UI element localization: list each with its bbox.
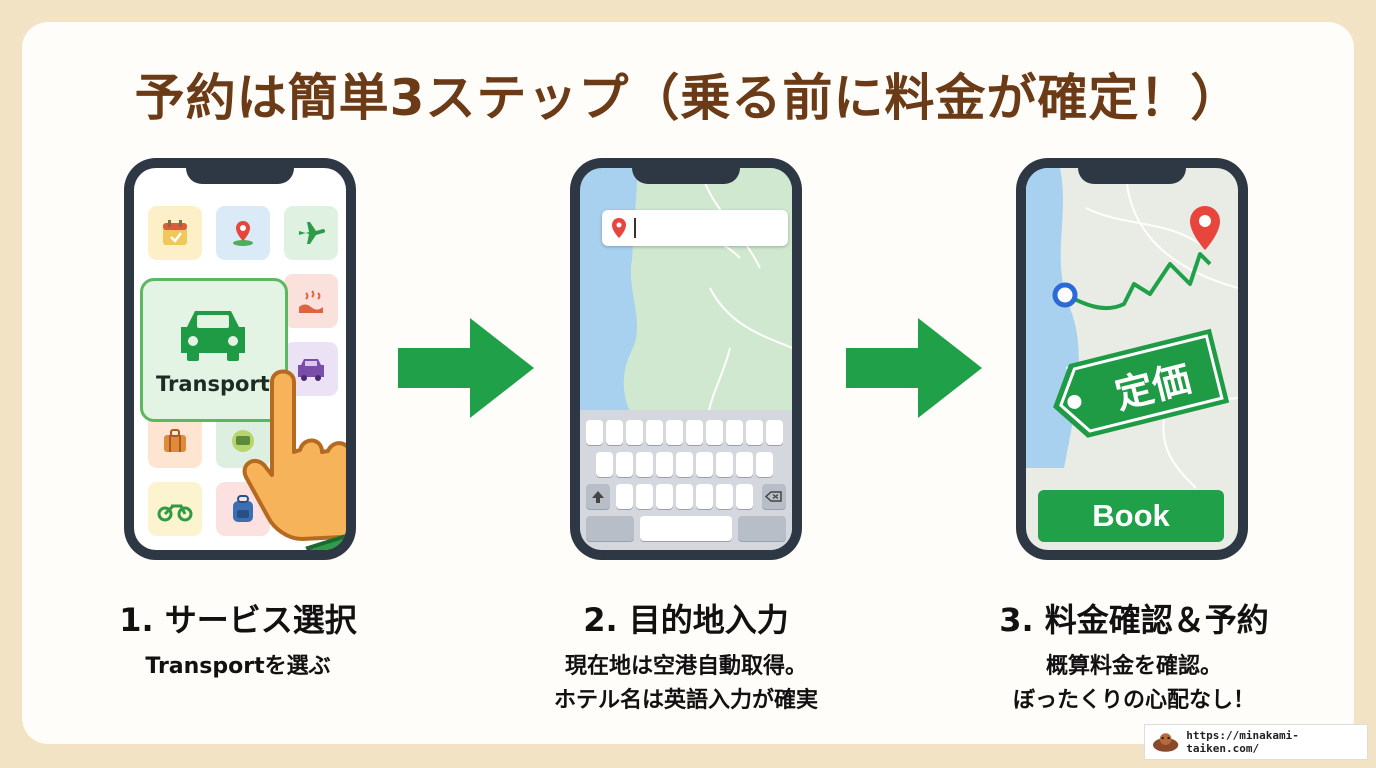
keyboard-key[interactable] <box>736 484 753 509</box>
map-pin-icon <box>216 206 270 260</box>
keyboard-key[interactable] <box>686 420 703 445</box>
transport-tile[interactable] <box>140 278 288 422</box>
return-key[interactable] <box>738 516 786 541</box>
step-1-title: 1. サービス選択 <box>119 601 357 639</box>
arrow-right-icon <box>398 318 534 418</box>
destination-search-input[interactable] <box>602 210 788 246</box>
keyboard-mode-key[interactable] <box>586 516 634 541</box>
step-3-line-2: ぼったくりの心配なし！ <box>1012 688 1255 713</box>
keyboard-key[interactable] <box>696 484 713 509</box>
keyboard-key[interactable] <box>656 452 673 477</box>
keyboard-key[interactable] <box>766 420 783 445</box>
keyboard-key[interactable] <box>756 452 773 477</box>
shift-icon <box>592 491 604 503</box>
keyboard-key[interactable] <box>716 452 733 477</box>
site-url[interactable]: https://minakami-taiken.com/ <box>1186 729 1299 755</box>
step-3-line-1: 概算料金を確認。 <box>1045 654 1222 679</box>
keyboard-key[interactable] <box>586 420 603 445</box>
keyboard-key[interactable] <box>666 420 683 445</box>
luggage-icon <box>148 414 202 468</box>
keyboard-key[interactable] <box>656 484 673 509</box>
keyboard-key[interactable] <box>636 452 653 477</box>
site-logo-icon <box>1152 733 1179 752</box>
on-screen-keyboard[interactable] <box>580 410 792 550</box>
car-icon <box>181 311 245 361</box>
step-1-line-1: Transportを選ぶ <box>145 654 331 679</box>
car-purple-icon <box>284 342 338 396</box>
keyboard-key[interactable] <box>676 484 693 509</box>
keyboard-key[interactable] <box>746 420 763 445</box>
step-2-description: 現在地は空港自動取得。 ホテル名は英語入力が確実 <box>476 650 896 718</box>
step-2-title: 2. 目的地入力 <box>583 601 789 639</box>
backspace-icon <box>764 491 782 502</box>
keyboard-key[interactable] <box>646 420 663 445</box>
price-tag-icon <box>1053 328 1230 438</box>
keyboard-key[interactable] <box>636 484 653 509</box>
step-2-line-2: ホテル名は英語入力が確実 <box>553 688 818 713</box>
phone-service-select: Transport <box>124 158 356 560</box>
origin-marker-icon <box>1052 282 1078 308</box>
keyboard-key[interactable] <box>706 420 723 445</box>
keyboard-key[interactable] <box>716 484 733 509</box>
keyboard-key[interactable] <box>596 452 613 477</box>
motorcycle-icon <box>148 482 202 536</box>
site-credit: https://minakami-taiken.com/ <box>1144 724 1368 760</box>
keyboard-key[interactable] <box>616 484 633 509</box>
keyboard-key[interactable] <box>606 420 623 445</box>
backspace-key[interactable] <box>762 484 786 509</box>
keyboard-key[interactable] <box>676 452 693 477</box>
text-cursor <box>634 218 636 238</box>
step-1-description: Transportを選ぶ <box>28 650 448 684</box>
hot-spring-icon <box>284 274 338 328</box>
step-2-line-1: 現在地は空港自動取得。 <box>564 654 807 679</box>
phone-destination-input <box>570 158 802 560</box>
page-title: 予約は簡単3ステップ（乗る前に料金が確定！） <box>134 69 1242 127</box>
step-3-title: 3. 料金確認＆予約 <box>999 601 1269 639</box>
keyboard-key[interactable] <box>736 452 753 477</box>
backpack-icon <box>216 482 270 536</box>
keyboard-key[interactable] <box>626 420 643 445</box>
space-key[interactable] <box>640 516 732 541</box>
keyboard-key[interactable] <box>616 452 633 477</box>
keyboard-key[interactable] <box>696 452 713 477</box>
calendar-icon <box>148 206 202 260</box>
map-pin-icon <box>612 218 626 238</box>
pointing-hand-icon <box>242 369 346 550</box>
airplane-icon <box>284 206 338 260</box>
keyboard-key[interactable] <box>726 420 743 445</box>
destination-pin-icon <box>1190 206 1220 250</box>
shift-key[interactable] <box>586 484 610 509</box>
bus-icon <box>216 414 270 468</box>
arrow-right-icon <box>846 318 982 418</box>
transport-label: Transport <box>156 372 270 396</box>
phone-fare-confirm: 定価 Book <box>1016 158 1248 560</box>
step-3-description: 概算料金を確認。 ぼったくりの心配なし！ <box>924 650 1344 718</box>
book-button[interactable]: Book <box>1038 490 1224 542</box>
